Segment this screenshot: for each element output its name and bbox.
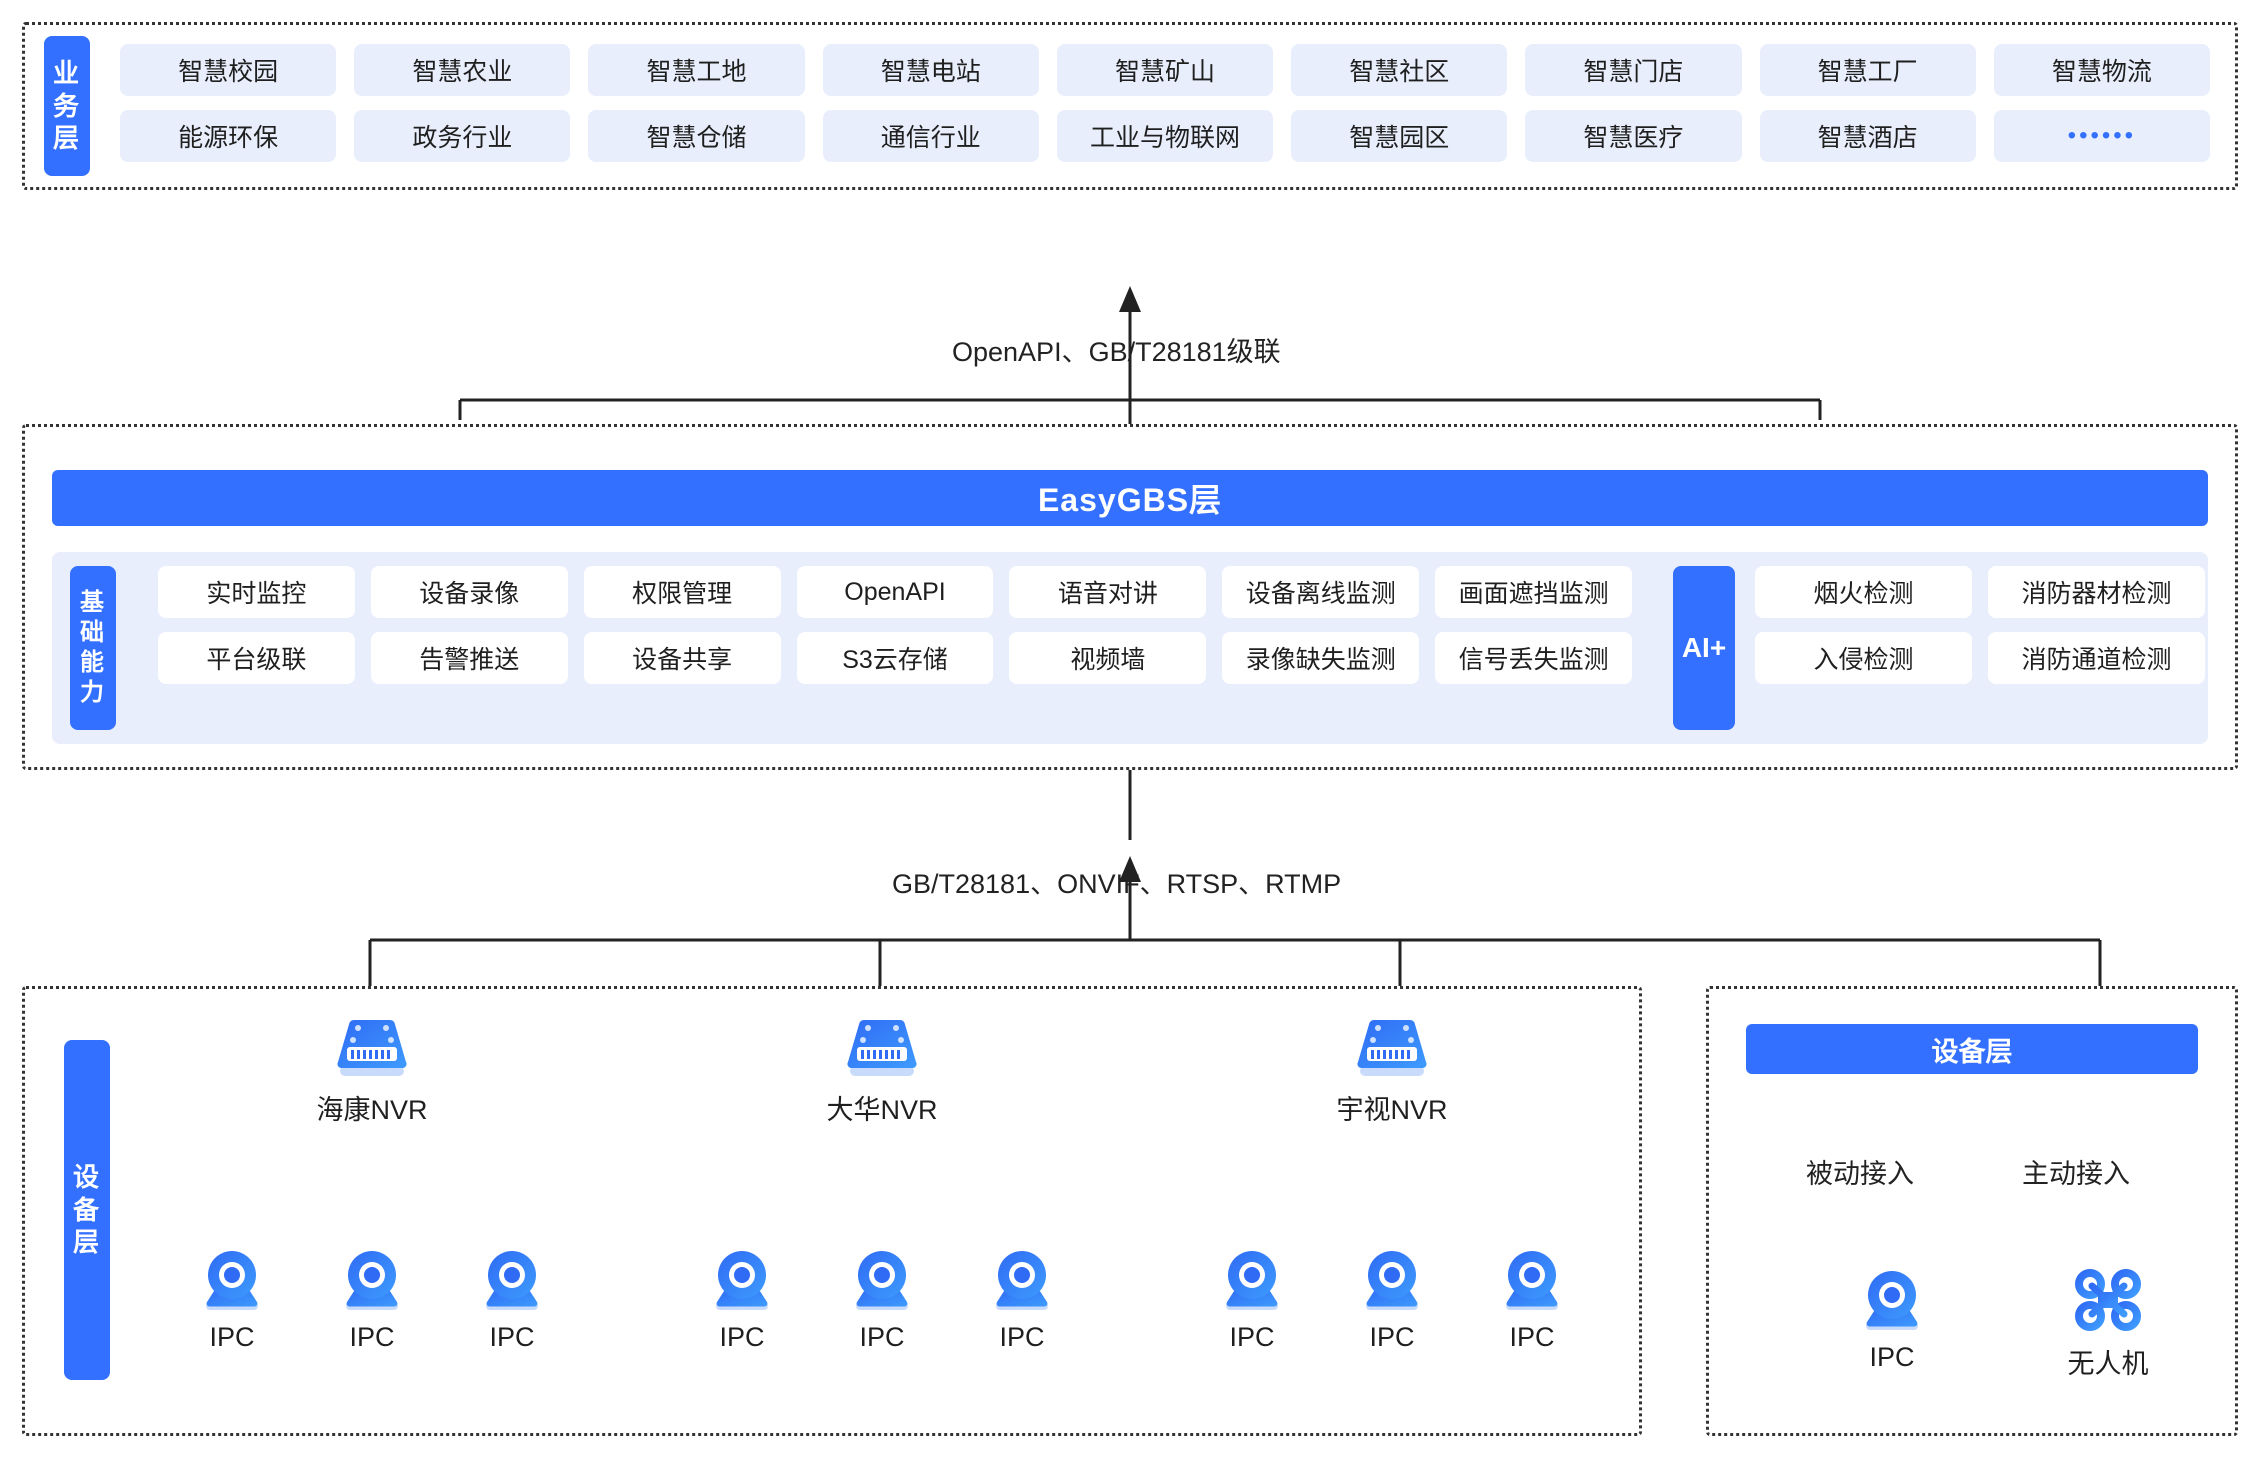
capability-item[interactable]: 权限管理: [583, 566, 781, 618]
capability-item[interactable]: 语音对讲: [1009, 566, 1207, 618]
camera-icon: [988, 1248, 1056, 1314]
connector-label-gbs-to-device: GB/T28181、ONVIF、RTSP、RTMP: [892, 869, 1342, 899]
drone-node[interactable]: 无人机: [2067, 1268, 2149, 1381]
business-layer-tab: 业务层: [44, 36, 90, 176]
business-item[interactable]: 智慧门店: [1525, 44, 1742, 96]
business-item-more[interactable]: ••••••: [1993, 110, 2210, 162]
capability-layer-tab: 基础能力: [70, 566, 116, 730]
ipc-node[interactable]: IPC: [842, 1248, 922, 1353]
ipc-node[interactable]: IPC: [332, 1248, 412, 1353]
business-item[interactable]: 工业与物联网: [1056, 110, 1274, 162]
ipc-label: IPC: [1369, 1322, 1415, 1352]
business-item[interactable]: 智慧酒店: [1759, 110, 1976, 162]
camera-icon: [338, 1248, 406, 1314]
access-mode-passive-label: 被动接入: [1806, 1159, 1914, 1189]
business-item[interactable]: 智慧工厂: [1759, 44, 1976, 96]
capability-item[interactable]: 设备离线监测: [1222, 566, 1420, 618]
nvr-icon: [844, 1014, 920, 1080]
business-item[interactable]: 智慧校园: [120, 44, 337, 96]
nvr-node[interactable]: 海康NVR: [312, 1014, 432, 1127]
ipc-node[interactable]: IPC: [1352, 1248, 1432, 1353]
ipc-label: IPC: [209, 1322, 255, 1352]
camera-icon: [1858, 1268, 1926, 1334]
camera-icon: [708, 1248, 776, 1314]
capability-item[interactable]: 画面遮挡监测: [1435, 566, 1632, 618]
ipc-label: IPC: [719, 1322, 765, 1352]
camera-icon: [848, 1248, 916, 1314]
drone-icon: [2074, 1268, 2142, 1334]
nvr-icon: [334, 1014, 410, 1080]
nvr-node[interactable]: 宇视NVR: [1332, 1014, 1452, 1127]
capability-item[interactable]: 告警推送: [370, 632, 568, 684]
business-item[interactable]: 智慧园区: [1291, 110, 1508, 162]
ai-plus-label: AI+: [1681, 632, 1727, 663]
capability-item[interactable]: 信号丢失监测: [1435, 632, 1632, 684]
business-item[interactable]: 智慧医疗: [1525, 110, 1742, 162]
nvr-label: 海康NVR: [316, 1095, 428, 1125]
capability-item[interactable]: 视频墙: [1009, 632, 1207, 684]
business-item[interactable]: 能源环保: [120, 110, 337, 162]
business-item[interactable]: 智慧工地: [588, 44, 805, 96]
easygbs-bar-label: EasyGBS层: [1037, 482, 1223, 518]
ipc-label: IPC: [1509, 1322, 1555, 1352]
capability-item[interactable]: 录像缺失监测: [1222, 632, 1420, 684]
capability-layer-tab-label: 基础能力: [80, 589, 106, 706]
business-item[interactable]: 智慧仓储: [588, 110, 805, 162]
ai-capability-item[interactable]: 入侵检测: [1755, 632, 1972, 684]
device-layer-tab-label: 设备层: [72, 1162, 101, 1258]
business-item[interactable]: 智慧社区: [1291, 44, 1508, 96]
business-item-grid: 智慧校园 智慧农业 智慧工地 智慧电站 智慧矿山 智慧社区 智慧门店 智慧工厂 …: [120, 44, 2210, 162]
business-layer-tab-label: 业务层: [52, 58, 81, 154]
ai-capability-item[interactable]: 消防通道检测: [1988, 632, 2205, 684]
capability-item[interactable]: 设备共享: [583, 632, 781, 684]
ai-capability-item[interactable]: 消防器材检测: [1988, 566, 2205, 618]
ipc-node[interactable]: IPC: [192, 1248, 272, 1353]
capability-item[interactable]: 实时监控: [158, 566, 355, 618]
camera-icon: [1358, 1248, 1426, 1314]
capability-grid: 实时监控 设备录像 权限管理 OpenAPI 语音对讲 设备离线监测 画面遮挡监…: [158, 566, 1632, 684]
ai-plus-tab: AI+: [1673, 566, 1735, 730]
ipc-node[interactable]: IPC: [1852, 1268, 1932, 1373]
ai-capability-item[interactable]: 烟火检测: [1755, 566, 1972, 618]
business-item[interactable]: 政务行业: [354, 110, 571, 162]
capability-item[interactable]: OpenAPI: [796, 566, 994, 618]
ipc-label: IPC: [999, 1322, 1045, 1352]
ipc-label: IPC: [349, 1322, 395, 1352]
business-item[interactable]: 智慧矿山: [1056, 44, 1274, 96]
business-item[interactable]: 智慧农业: [354, 44, 571, 96]
device-layer-bar-label: 设备层: [1931, 1036, 2013, 1067]
ipc-label: IPC: [1229, 1322, 1275, 1352]
camera-icon: [1218, 1248, 1286, 1314]
ipc-label: IPC: [859, 1322, 905, 1352]
camera-icon: [478, 1248, 546, 1314]
ipc-node[interactable]: IPC: [982, 1248, 1062, 1353]
nvr-icon: [1354, 1014, 1430, 1080]
business-item[interactable]: 智慧电站: [822, 44, 1039, 96]
business-item[interactable]: 通信行业: [822, 110, 1039, 162]
capability-item[interactable]: 设备录像: [370, 566, 568, 618]
capability-item[interactable]: 平台级联: [158, 632, 355, 684]
ipc-label: IPC: [489, 1322, 535, 1352]
nvr-label: 大华NVR: [826, 1095, 938, 1125]
ai-capability-grid: 烟火检测 消防器材检测 入侵检测 消防通道检测: [1755, 566, 2205, 684]
device-layer-bar[interactable]: 设备层: [1746, 1024, 2198, 1074]
drone-label: 无人机: [2067, 1349, 2149, 1379]
ipc-label: IPC: [1869, 1342, 1915, 1372]
connector-label-business-to-gbs: OpenAPI、GB/T28181级联: [952, 337, 1281, 367]
nvr-label: 宇视NVR: [1336, 1095, 1448, 1125]
ipc-node[interactable]: IPC: [1212, 1248, 1292, 1353]
device-layer-tab: 设备层: [64, 1040, 110, 1380]
easygbs-bar[interactable]: EasyGBS层: [52, 470, 2208, 526]
camera-icon: [198, 1248, 266, 1314]
access-mode-active-label: 主动接入: [2022, 1159, 2130, 1189]
ipc-node[interactable]: IPC: [472, 1248, 552, 1353]
ipc-node[interactable]: IPC: [702, 1248, 782, 1353]
camera-icon: [1498, 1248, 1566, 1314]
nvr-node[interactable]: 大华NVR: [822, 1014, 942, 1127]
capability-item[interactable]: S3云存储: [796, 632, 994, 684]
ipc-node[interactable]: IPC: [1492, 1248, 1572, 1353]
business-item[interactable]: 智慧物流: [1993, 44, 2210, 96]
